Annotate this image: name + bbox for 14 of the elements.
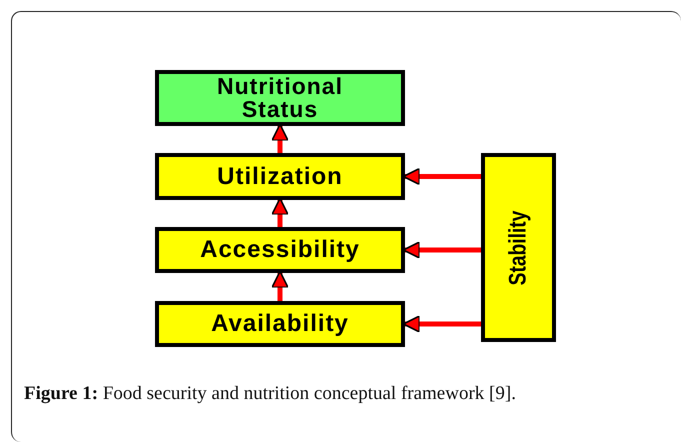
pillar-box: [155, 153, 405, 200]
node-label: Nutritional Status: [216, 75, 344, 121]
node-label: Stability: [506, 210, 530, 285]
side-bar: [481, 153, 556, 342]
node-label: Accessibility: [200, 238, 360, 262]
pillar-box: [155, 227, 405, 273]
figure-caption: Figure 1: Food security and nutrition conceptual framework [9].: [24, 383, 516, 405]
node-label: Utilization: [217, 164, 343, 188]
pillar-box: [155, 301, 405, 347]
block-arrow: [271, 124, 289, 153]
block-arrow: [271, 198, 289, 227]
node-label: Availability: [211, 312, 349, 336]
block-arrow: [271, 270, 289, 301]
outcome-box: [155, 70, 405, 126]
